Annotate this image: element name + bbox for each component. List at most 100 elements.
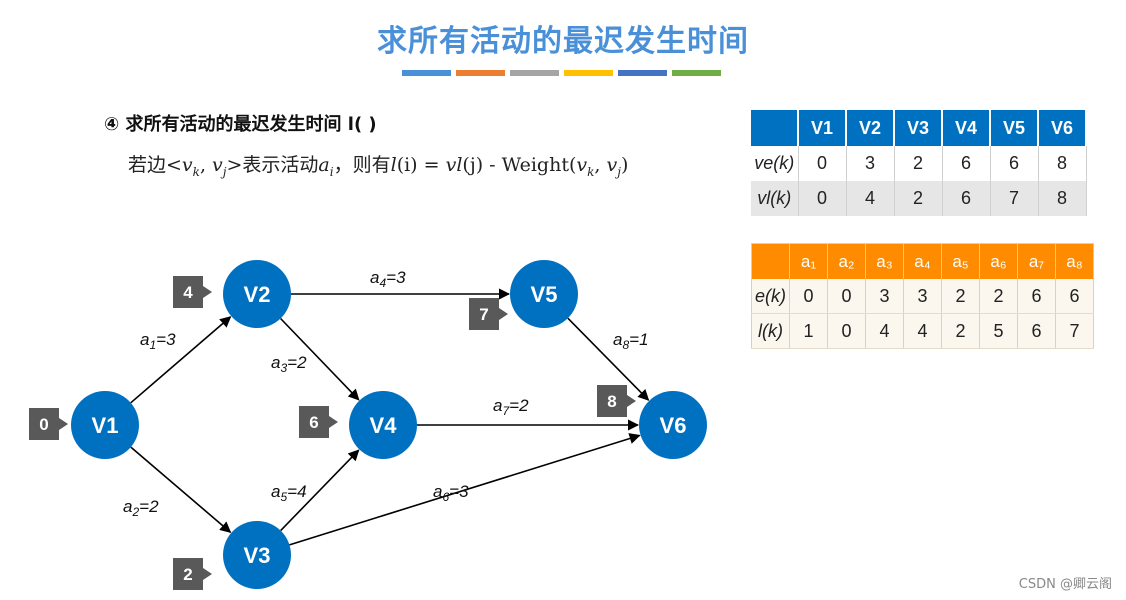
underline-segment (510, 70, 559, 76)
edge-v3-v6 (289, 433, 641, 546)
table-corner (751, 243, 790, 279)
row-label: ve(k) (751, 146, 799, 181)
table-header: V6 (1038, 110, 1087, 146)
vertex-label: V1 (92, 413, 119, 438)
formula: 若边<vk, vj>表示活动ai，则有l(i) = vl(j) - Weight… (128, 154, 629, 179)
table-cell: 5 (979, 313, 1018, 349)
table-cell: 0 (798, 146, 847, 181)
table-row: e(k) 0 0 3 3 2 2 6 6 (751, 279, 1094, 314)
edge-label: a8=1 (613, 330, 649, 352)
table-cell: 2 (894, 146, 943, 181)
table-cell: 3 (846, 146, 895, 181)
table-header: a₇ (1017, 243, 1056, 279)
vl-callout: 6 (299, 406, 338, 438)
table-header: a₆ (979, 243, 1018, 279)
table-cell: 2 (941, 313, 980, 349)
table-cell: 4 (846, 181, 895, 216)
vertex-label: V6 (660, 413, 687, 438)
table-cell: 4 (865, 313, 904, 349)
activity-time-table: a₁ a₂ a₃ a₄ a₅ a₆ a₇ a₈ e(k) 0 0 3 3 2 2… (751, 243, 1094, 349)
edge-v1-v3 (130, 446, 232, 533)
edge-label: a6=3 (433, 482, 469, 504)
table-cell: 2 (894, 181, 943, 216)
vl-callout: 0 (29, 408, 68, 440)
table-header: a₂ (827, 243, 866, 279)
table-row: l(k) 1 0 4 4 2 5 6 7 (751, 313, 1094, 349)
edge-label: a7=2 (493, 396, 529, 418)
vl-callout: 4 (173, 276, 212, 308)
edge-v3-v4 (280, 449, 360, 532)
table-cell: 0 (798, 181, 847, 216)
table-corner (751, 110, 799, 146)
edge-label: a2=2 (123, 497, 159, 519)
vl-callout-value: 6 (309, 413, 318, 432)
table-header: V5 (990, 110, 1039, 146)
table-cell: 3 (903, 279, 942, 314)
table-header: a₅ (941, 243, 980, 279)
vl-callout: 8 (597, 385, 636, 417)
table-cell: 0 (827, 279, 866, 314)
vl-callout: 7 (469, 298, 508, 330)
table-cell: 6 (1017, 313, 1056, 349)
table-cell: 6 (942, 146, 991, 181)
table-header: a₈ (1055, 243, 1094, 279)
vl-callout-value: 4 (183, 283, 193, 302)
table-header: V4 (942, 110, 991, 146)
table-row: vl(k) 0 4 2 6 7 8 (751, 181, 1087, 216)
table-cell: 0 (789, 279, 828, 314)
table-header-row: a₁ a₂ a₃ a₄ a₅ a₆ a₇ a₈ (751, 243, 1094, 279)
edge-label: a4=3 (370, 268, 406, 290)
table-cell: 1 (789, 313, 828, 349)
vertex-v4 (349, 391, 417, 459)
table-cell: 0 (827, 313, 866, 349)
table-cell: 4 (903, 313, 942, 349)
row-label: vl(k) (751, 181, 799, 216)
underline-segment (564, 70, 613, 76)
table-cell: 6 (1017, 279, 1056, 314)
vertex-time-table: V1 V2 V3 V4 V5 V6 ve(k) 0 3 2 6 6 8 vl(k… (751, 110, 1087, 216)
table-header-row: V1 V2 V3 V4 V5 V6 (751, 110, 1087, 146)
table-header: a₃ (865, 243, 904, 279)
vl-callout-value: 2 (183, 565, 192, 584)
table-cell: 7 (1055, 313, 1094, 349)
table-cell: 6 (1055, 279, 1094, 314)
vertex-label: V3 (244, 543, 271, 568)
row-label: e(k) (751, 279, 790, 314)
table-cell: 2 (941, 279, 980, 314)
table-cell: 6 (942, 181, 991, 216)
vertex-label: V5 (531, 282, 558, 307)
vertex-v6 (639, 391, 707, 459)
page-title: 求所有活动的最迟发生时间 (377, 24, 749, 59)
table-header: V1 (798, 110, 847, 146)
edge-v2-v4 (279, 317, 360, 401)
vertex-label: V4 (370, 413, 398, 438)
table-header: V2 (846, 110, 895, 146)
table-header: a₄ (903, 243, 942, 279)
table-cell: 8 (1038, 146, 1087, 181)
title-underline (402, 70, 721, 76)
table-cell: 6 (990, 146, 1039, 181)
underline-segment (456, 70, 505, 76)
edge-label: a3=2 (271, 353, 307, 375)
vl-callout: 2 (173, 558, 212, 590)
vertex-v5 (510, 260, 578, 328)
underline-segment (402, 70, 451, 76)
edge-v1-v2 (130, 316, 232, 404)
vertex-label: V2 (244, 282, 271, 307)
row-label: l(k) (751, 313, 790, 349)
vl-callout-value: 7 (479, 305, 488, 324)
table-cell: 2 (979, 279, 1018, 314)
edge-v5-v6 (567, 317, 650, 401)
section-heading: ④ 求所有活动的最迟发生时间 l( ) (104, 114, 377, 135)
vertex-v1 (71, 391, 139, 459)
vl-callout-value: 0 (39, 415, 48, 434)
watermark: CSDN @卿云阁 (1018, 577, 1112, 592)
table-cell: 3 (865, 279, 904, 314)
vertex-v3 (223, 521, 291, 589)
table-row: ve(k) 0 3 2 6 6 8 (751, 146, 1087, 181)
vl-callout-value: 8 (607, 392, 616, 411)
vertex-v2 (223, 260, 291, 328)
table-cell: 8 (1038, 181, 1087, 216)
underline-segment (672, 70, 721, 76)
